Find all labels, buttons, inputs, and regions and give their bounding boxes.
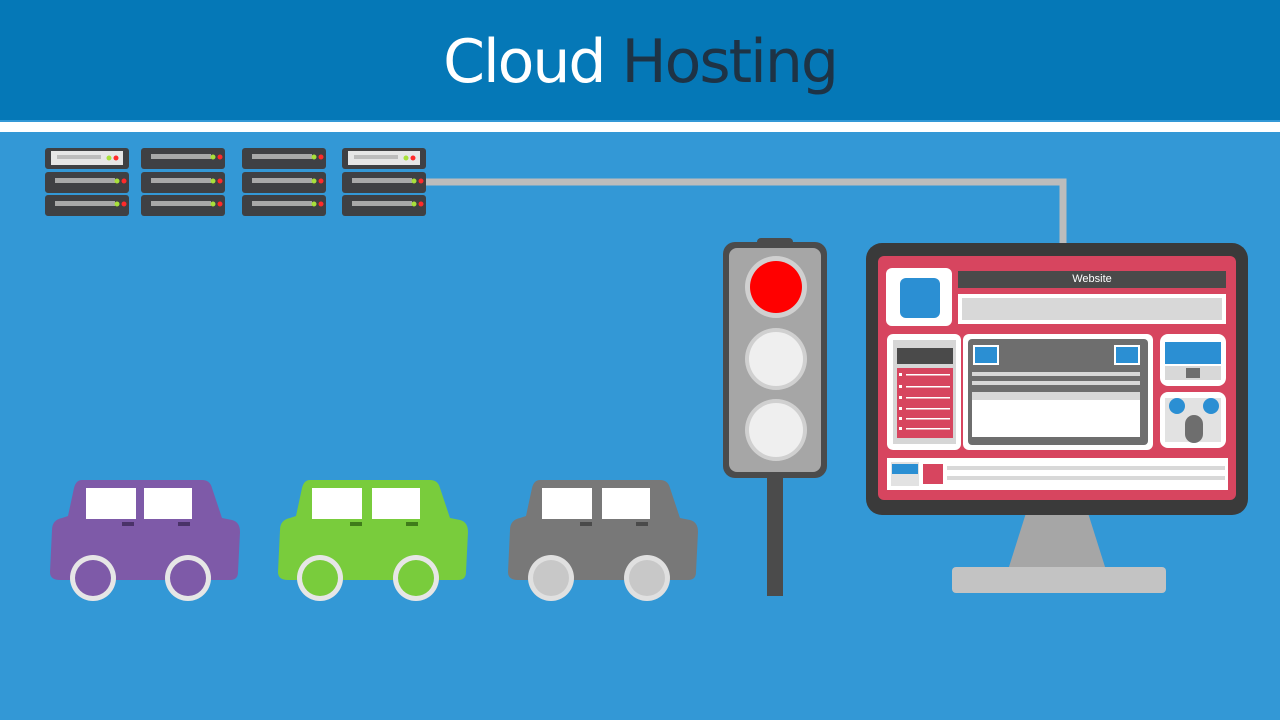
page-title: Cloud Hosting [0,22,1280,102]
server-rack-icon [242,148,326,216]
green-light-off [749,403,803,457]
server-rack-icon [45,148,129,216]
server-rack-icon [141,148,225,216]
header-divider [0,122,1280,132]
car-icon-green [278,480,468,601]
red-light [750,261,802,313]
title-word-cloud: Cloud [443,27,606,97]
amber-light-off [749,332,803,386]
car-icon-gray [508,480,698,601]
car-icon-purple [50,480,240,601]
network-cable [426,178,1067,246]
monitor-icon [866,243,1248,593]
website-label: Website [1072,273,1112,285]
traffic-light-icon [723,238,827,596]
title-word-hosting: Hosting [621,27,839,97]
header-bar [0,0,1280,120]
server-rack-icon [342,148,426,216]
